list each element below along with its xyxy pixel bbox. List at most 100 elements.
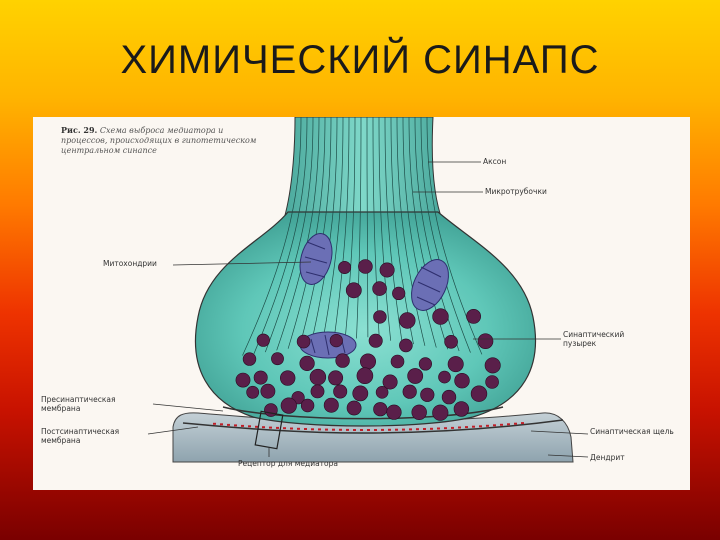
vesicle	[345, 282, 362, 299]
vesicle	[432, 404, 449, 421]
vesicle	[379, 262, 395, 278]
vesicle	[271, 352, 284, 366]
microtubule-line	[402, 117, 437, 348]
vesicle	[466, 308, 481, 324]
vesicle	[453, 401, 470, 417]
microtubule-line	[299, 117, 332, 348]
receptor-box	[254, 410, 284, 450]
vesicle	[447, 356, 464, 373]
vesicle	[359, 353, 376, 370]
label-mitochondria: Митохондрии	[103, 259, 157, 268]
vesicle	[310, 384, 325, 399]
vesicle	[454, 373, 470, 389]
vesicle	[300, 398, 315, 413]
vesicle	[418, 357, 433, 371]
vesicle	[296, 334, 311, 349]
label-synaptic-vesicle: Синаптический пузырек	[563, 330, 625, 348]
vesicle	[386, 404, 402, 420]
vesicle	[477, 333, 494, 349]
vesicle	[438, 370, 451, 384]
vesicle	[346, 400, 362, 416]
vesicle	[402, 384, 417, 399]
vesicle	[373, 310, 387, 324]
vesicle	[399, 338, 413, 353]
microtubule-line	[344, 117, 356, 341]
vesicle	[441, 389, 457, 405]
vesicle	[309, 368, 327, 386]
vesicle	[328, 370, 344, 386]
presynaptic-terminal	[194, 211, 537, 427]
vesicle	[444, 335, 458, 349]
vesicle	[484, 357, 501, 374]
label-postsynaptic-membrane: Постсинаптическая мембрана	[41, 427, 120, 445]
vesicle	[382, 374, 398, 390]
microtubule-line	[264, 117, 314, 353]
microtubule-line	[420, 117, 471, 353]
vesicle	[352, 385, 369, 402]
vesicle	[420, 387, 435, 402]
vesicle	[253, 370, 268, 385]
vesicle	[407, 368, 424, 384]
vesicle	[333, 384, 348, 399]
label-axon: Аксон	[483, 157, 507, 166]
label-presynaptic-membrane: Пресинаптическая мембрана	[41, 395, 116, 413]
vesicle	[235, 372, 251, 388]
vesicle	[280, 370, 296, 386]
microtubule-line	[372, 117, 380, 340]
vesicle	[299, 355, 315, 371]
vesicle	[246, 385, 260, 399]
vesicle	[375, 385, 389, 399]
caption-number: Рис. 29.	[61, 125, 98, 135]
leader-lines	[147, 161, 589, 458]
vesicle	[372, 281, 387, 296]
vesicle	[329, 334, 343, 348]
vesicle	[264, 403, 278, 417]
vesicle	[242, 352, 257, 366]
mitochondrion-left	[299, 233, 333, 285]
label-microtubules: Микротрубочки	[485, 187, 547, 196]
vesicle	[335, 353, 350, 368]
microtubule-line	[390, 117, 414, 345]
vesicle	[256, 333, 270, 347]
vesicle	[470, 385, 488, 402]
vesicle	[399, 312, 416, 329]
microtubule-line	[321, 117, 344, 344]
vesicle	[392, 286, 406, 300]
mitochondrion-right	[411, 259, 449, 311]
synaptic-vesicles	[235, 259, 501, 421]
vesicle	[373, 402, 388, 417]
label-dendrite: Дендрит	[590, 453, 625, 462]
vesicle	[411, 404, 427, 420]
vesicle	[260, 383, 276, 399]
microtubule-line	[396, 117, 426, 346]
microtubule-line	[276, 117, 320, 351]
figure-caption: Рис. 29. Схема выброса медиатора и проце…	[61, 125, 261, 156]
vesicle	[356, 367, 374, 385]
synapse-figure: Рис. 29. Схема выброса медиатора и проце…	[33, 117, 690, 490]
microtubule-line	[366, 117, 369, 338]
presynaptic-membrane-line	[222, 406, 504, 420]
vesicle	[358, 259, 373, 274]
vesicle	[432, 308, 449, 325]
vesicle	[323, 397, 339, 413]
vesicle	[485, 375, 499, 389]
synapse-diagram	[147, 117, 589, 463]
caption-text: Схема выброса медиатора и процессов, про…	[61, 126, 257, 155]
postsynaptic-membrane-line	[182, 419, 564, 434]
vesicle	[368, 333, 383, 348]
microtubule-line	[384, 117, 403, 343]
microtubule-line	[242, 117, 302, 356]
receptor-marks	[213, 422, 524, 431]
label-synaptic-cleft: Синаптическая щель	[590, 427, 674, 436]
slide-title: ХИМИЧЕСКИЙ СИНАПС	[120, 38, 600, 82]
vesicle	[390, 354, 405, 369]
microtubule-line	[333, 117, 350, 342]
microtubule-line	[253, 117, 308, 354]
microtubule-line	[310, 117, 338, 346]
vesicle	[280, 397, 297, 414]
microtubule-line	[378, 117, 392, 341]
microtubule-line	[287, 117, 326, 349]
vesicle	[338, 261, 352, 275]
label-receptor: Рецептор для медиатора	[238, 459, 338, 468]
microtubule-line	[356, 117, 362, 339]
